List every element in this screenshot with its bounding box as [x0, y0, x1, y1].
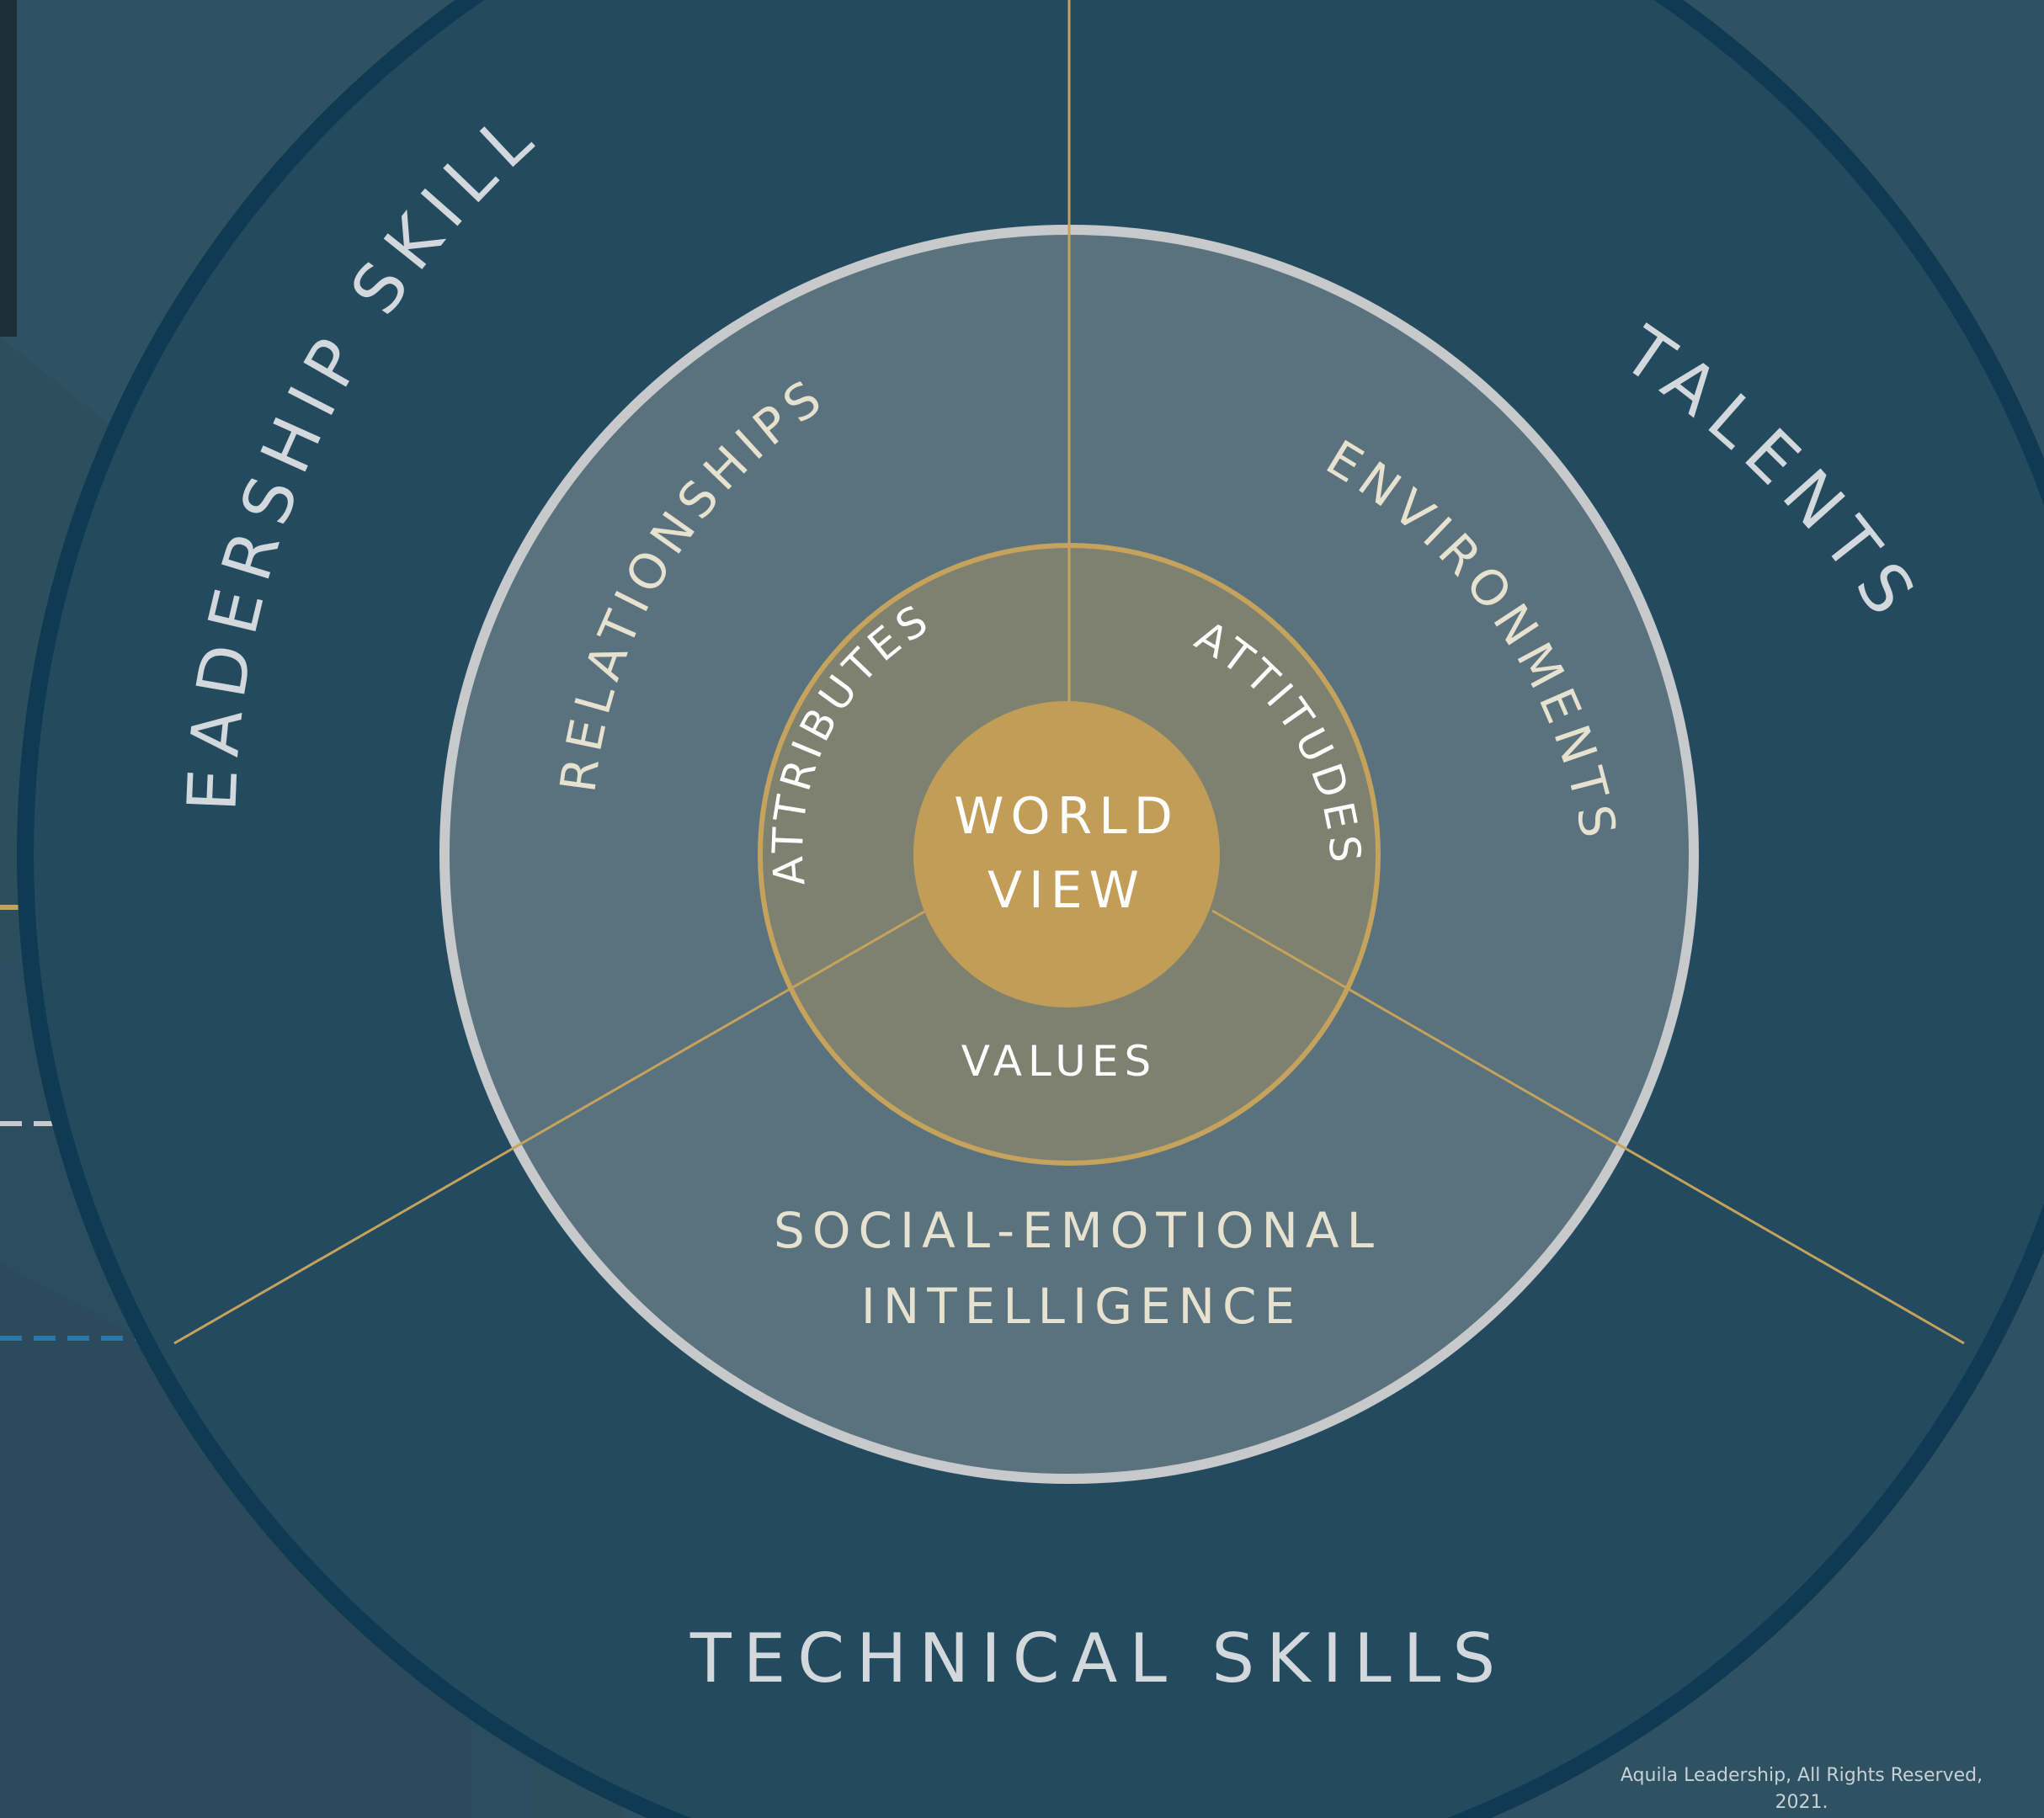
world-view-core [913, 701, 1220, 1007]
divider-lines [173, 0, 1965, 1345]
top-left-dark-strip [0, 0, 17, 337]
technical-skills-label: TECHNICAL SKILLS [689, 1619, 1507, 1698]
copyright-line1: Aquila Leadership, All Rights Reserved, [1621, 1765, 1983, 1786]
core-label-line2: VIEW [987, 861, 1146, 920]
core-label-line1: WORLD [954, 787, 1179, 846]
outer-ring-border [17, 0, 2044, 1818]
divider-line-lower-left [173, 909, 927, 1345]
values-label: VALUES [961, 1037, 1158, 1086]
social-emotional-label-line1: SOCIAL-EMOTIONAL [774, 1202, 1381, 1259]
divider-line-lower-right [1211, 909, 1965, 1345]
copyright-line2: 2021. [1775, 1792, 1828, 1813]
social-emotional-label-line2: INTELLIGENCE [861, 1278, 1302, 1335]
